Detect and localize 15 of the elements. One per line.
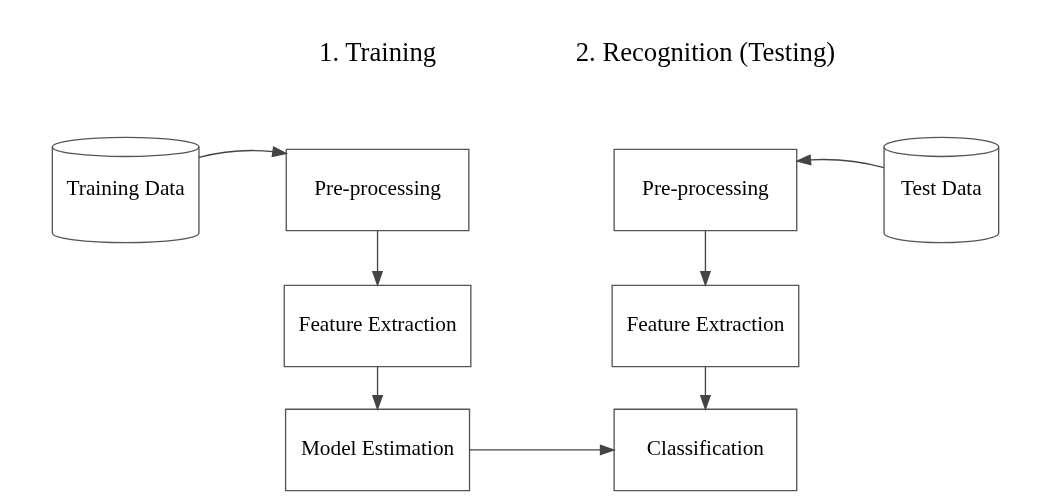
arrow xyxy=(699,366,712,411)
node-box: Classification xyxy=(613,408,798,492)
label: 1. Training xyxy=(319,36,437,67)
arrow xyxy=(198,146,289,159)
node-box: Feature Extraction xyxy=(611,284,800,368)
node-box: Pre-processing xyxy=(285,148,470,232)
node-box: Model Estimation xyxy=(284,408,471,492)
node-box: Feature Extraction xyxy=(283,284,472,368)
arrow xyxy=(371,366,384,411)
label: 2. Recognition (Testing) xyxy=(575,36,836,67)
node-box: Pre-processing xyxy=(613,148,798,232)
arrow xyxy=(795,154,885,169)
arrow xyxy=(371,230,384,287)
arrow xyxy=(469,444,616,456)
arrow xyxy=(699,230,712,287)
